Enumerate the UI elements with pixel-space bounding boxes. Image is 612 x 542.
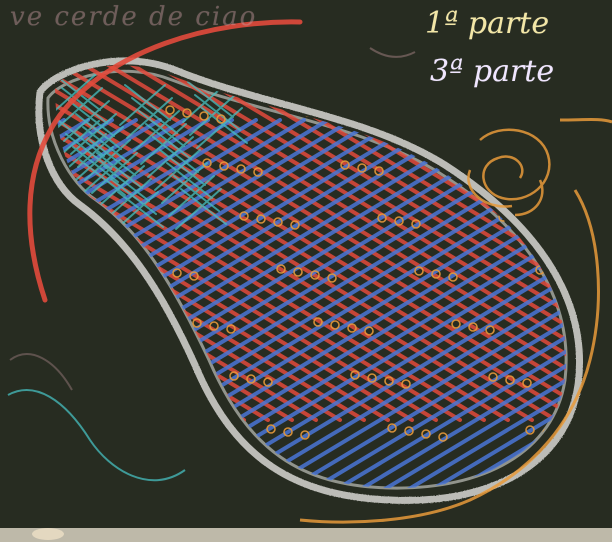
faded-chalk-text: ve cerde de ciao bbox=[10, 2, 257, 32]
label-first-part: 1ª parte bbox=[425, 6, 549, 41]
label-third-part: 3ª parte bbox=[430, 54, 554, 89]
chalk-piece bbox=[32, 528, 64, 540]
chalk-tray bbox=[0, 528, 612, 542]
